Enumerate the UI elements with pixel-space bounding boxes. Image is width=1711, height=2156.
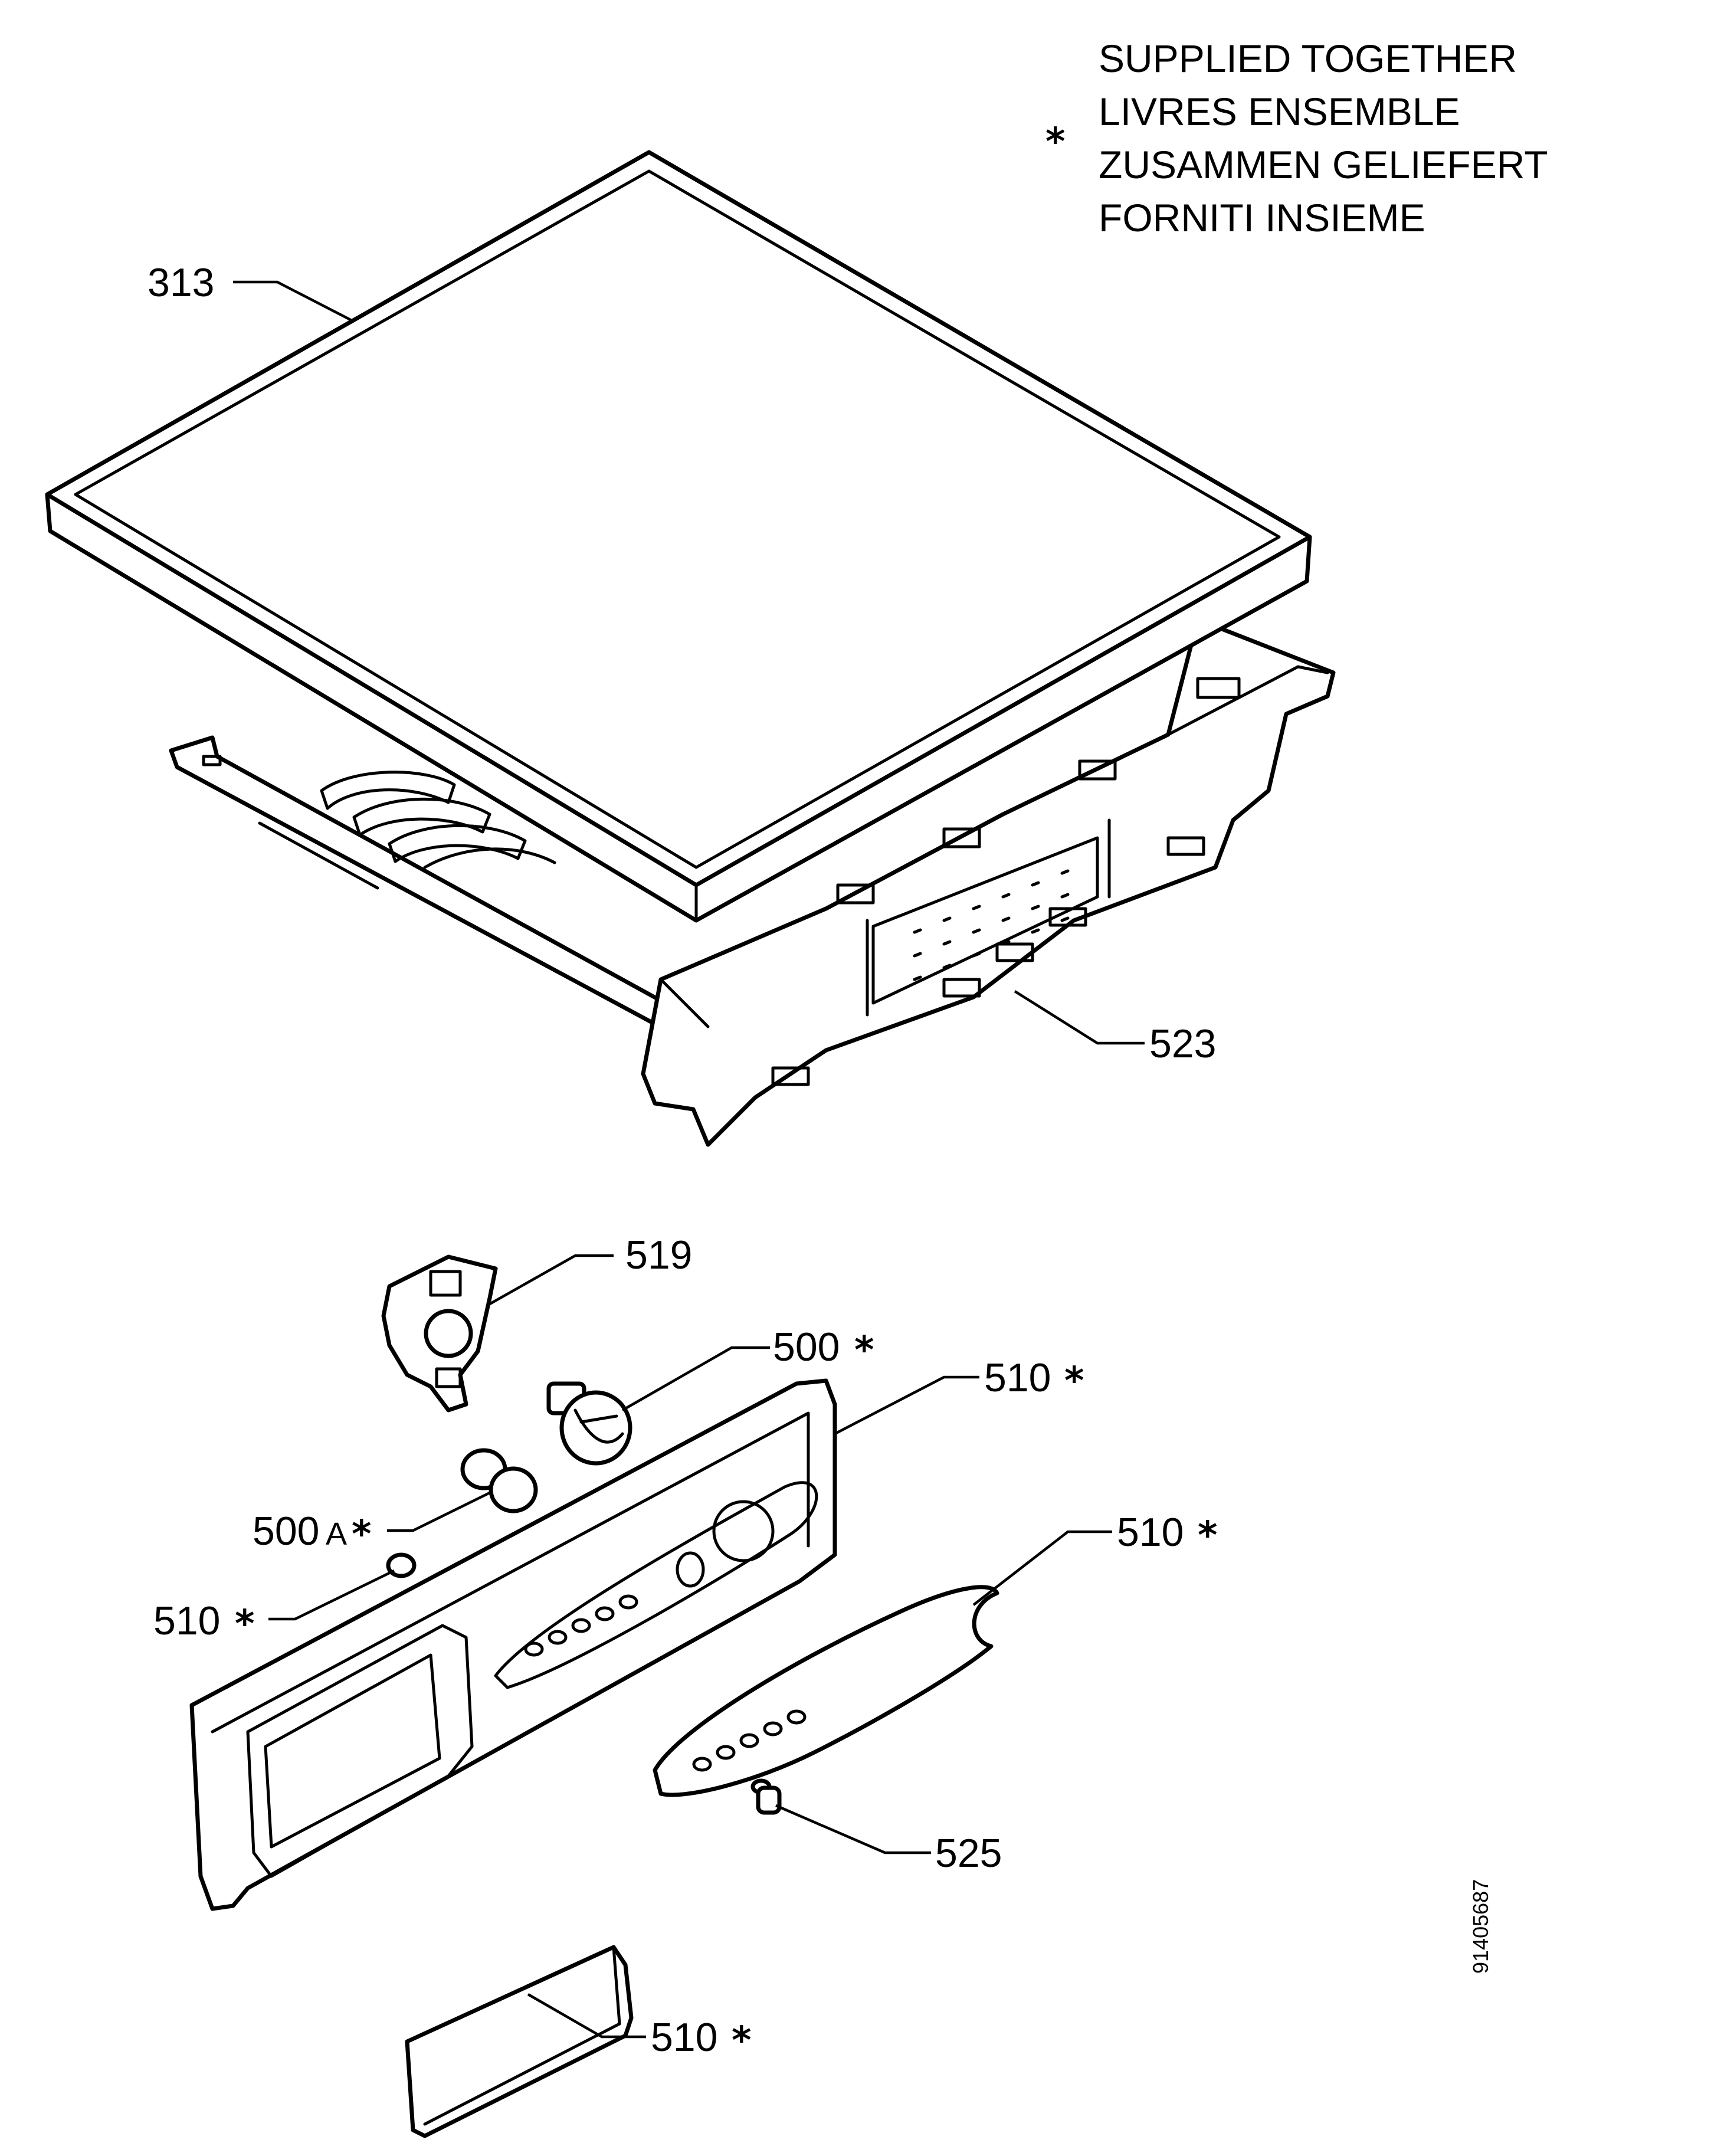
callout-510-panel-star-icon: * (1064, 1359, 1084, 1403)
bracket-519 (381, 1254, 498, 1413)
callout-510-overlay: 510 (1117, 1510, 1184, 1555)
callout-510-overlay-star-icon: * (1198, 1514, 1217, 1558)
callout-510-handle: 510 (651, 2015, 717, 2060)
callout-510-panel: 510 (984, 1355, 1051, 1400)
callout-500a-star-icon: * (352, 1513, 371, 1557)
control-panel-510 (189, 1378, 837, 1911)
indicator-lights (524, 1594, 638, 1657)
callout-510-light-star-icon: * (235, 1603, 254, 1646)
overlay-plate-510 (653, 1585, 999, 1797)
overlay-lights (692, 1709, 807, 1772)
legend-line-2: LIVRES ENSEMBLE (1099, 90, 1460, 133)
callout-500a-suffix: A (326, 1516, 347, 1552)
legend: * SUPPLIED TOGETHER LIVRES ENSEMBLE ZUSA… (1045, 37, 1548, 240)
callout-500-star-icon: * (854, 1329, 874, 1372)
legend-line-3: ZUSAMMEN GELIEFERT (1099, 143, 1548, 186)
light-pipe-525 (750, 1778, 782, 1815)
callouts: 313 523 519 500 * 510 * 500 A * 510 * 51… (148, 260, 1217, 2063)
document-code: 91405687 (1469, 1879, 1493, 1974)
pin-510 (386, 1552, 417, 1578)
legend-line-4: FORNITI INSIEME (1099, 196, 1425, 240)
lid-313 (45, 150, 1312, 923)
callout-523: 523 (1149, 1021, 1216, 1066)
callout-313: 313 (148, 260, 214, 305)
button-500a (460, 1448, 538, 1513)
legend-line-1: SUPPLIED TOGETHER (1099, 37, 1517, 80)
callout-500a: 500 (253, 1509, 319, 1554)
legend-star-icon: * (1045, 120, 1065, 164)
top-frame-523 (169, 617, 1336, 1147)
callout-510-handle-star-icon: * (732, 2019, 751, 2063)
vent-holes (871, 836, 1099, 1005)
leader-lines (233, 280, 1145, 2039)
knob-500 (546, 1381, 632, 1466)
callout-500: 500 (773, 1325, 840, 1369)
callout-510-light: 510 (153, 1598, 220, 1643)
drawer-handle-510 (405, 1945, 634, 2138)
callout-519: 519 (625, 1233, 692, 1277)
callout-525: 525 (935, 1831, 1002, 1876)
